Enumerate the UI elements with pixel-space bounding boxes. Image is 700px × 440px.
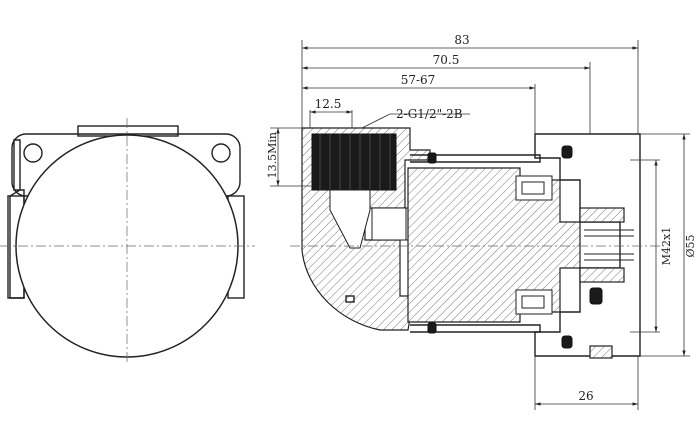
right-flange-bottom: [579, 267, 625, 283]
bottom-bolt: [345, 295, 355, 303]
seal-bottom-right: [561, 335, 573, 349]
front-hole-left: [23, 143, 43, 163]
port-thread-lines: [319, 134, 391, 190]
piston-block: [407, 167, 581, 323]
sleeve-bottom: [410, 324, 541, 333]
port-thread: [311, 133, 397, 191]
port-leader: [361, 113, 391, 129]
dim-26-text: 26: [578, 389, 593, 403]
piston-cavity-bottom-inner: [521, 295, 545, 309]
dim-m42-text: M42x1: [660, 227, 673, 265]
seal-top-right: [561, 145, 573, 159]
dim-57-67-text: 57-67: [401, 73, 436, 87]
plug-bottom: [589, 345, 613, 359]
seal-top-left: [427, 152, 437, 164]
dim-70-5-text: 70.5: [433, 53, 460, 67]
right-flange-top: [579, 207, 625, 223]
section-view: [290, 127, 660, 359]
bore-cone: [329, 189, 371, 249]
seal-bottom-left: [427, 322, 437, 334]
bore-channel: [371, 207, 407, 241]
seal-mid-right: [589, 287, 603, 305]
dim-83-text: 83: [454, 33, 469, 47]
spring-lines: [584, 229, 634, 261]
port-thread-text: 2-G1/2"-2B: [396, 107, 463, 121]
dim-d55-text: Ø55: [684, 234, 697, 257]
dimensions: 83 70.5 57-67 12.5 2-G1/2"-2B 13.5Min M4…: [266, 33, 697, 410]
dim-13-5-text: 13.5Min: [266, 132, 279, 178]
front-hole-right: [211, 143, 231, 163]
dim-12-5-text: 12.5: [315, 97, 342, 111]
front-view: [0, 118, 255, 365]
piston-cavity-top-inner: [521, 181, 545, 195]
